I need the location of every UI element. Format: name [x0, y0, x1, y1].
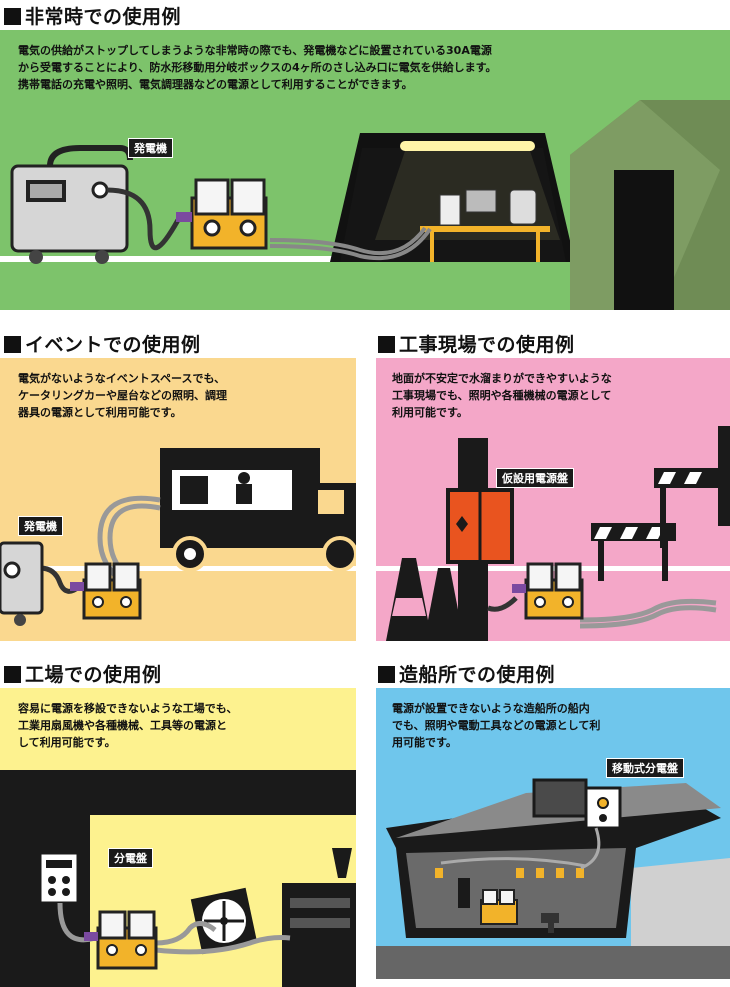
heading-square-icon: [378, 666, 395, 683]
generator-icon: [0, 541, 44, 615]
factory-illustration: [0, 688, 356, 987]
panel-construction: 地面が不安定で水溜まりができやすいような 工事現場でも、照明や各種機械の電源とし…: [376, 358, 730, 641]
table-icon: [420, 226, 550, 232]
lamp-icon: [400, 141, 535, 151]
event-description: 電気がないようなイベントスペースでも、 ケータリングカーや屋台などの照明、調理 …: [18, 372, 227, 419]
heading-shipyard-text: 造船所での使用例: [399, 664, 556, 686]
heading-square-icon: [4, 666, 21, 683]
tent-door: [614, 170, 674, 310]
panel-emergency: 電気の供給がストップしてしまうような非常時の際でも、発電機などに設置されている3…: [0, 30, 730, 310]
heading-emergency: 非常時での使用例: [4, 2, 181, 29]
plug-icon: [176, 212, 192, 222]
shipyard-illustration: [376, 688, 730, 979]
factory-description: 容易に電源を移設できないような工場でも、 工業用扇風機や各種機械、工具等の電源と…: [18, 702, 238, 749]
heading-construction-text: 工事現場での使用例: [399, 334, 575, 356]
monitor-icon: [465, 189, 497, 213]
plug-icon: [70, 582, 84, 591]
heading-emergency-text: 非常時での使用例: [25, 6, 182, 28]
label-temporary-power-panel: 仮設用電源盤: [496, 468, 574, 488]
lamp-icon: [435, 868, 584, 878]
construction-illustration: [376, 358, 730, 641]
panel-shipyard: 電源が設置できないような造船所の船内 でも、照明や電動工具などの電源として利 用…: [376, 688, 730, 979]
heading-event-text: イベントでの使用例: [25, 334, 201, 356]
rice-cooker-icon: [509, 189, 537, 225]
generator-outlet-icon: [91, 181, 109, 199]
construction-description: 地面が不安定で水溜まりができやすいような 工事現場でも、照明や各種機械の電源とし…: [392, 372, 612, 419]
heading-event: イベントでの使用例: [4, 330, 201, 357]
heading-square-icon: [4, 8, 21, 25]
ground-line: [0, 256, 620, 262]
ship-cabin: [532, 778, 588, 818]
panel-factory: 容易に電源を移設できないような工場でも、 工業用扇風機や各種機械、工具等の電源と…: [0, 688, 356, 987]
heading-factory-text: 工場での使用例: [25, 664, 162, 686]
phone-charger-icon: [439, 194, 461, 226]
generator-icon: [10, 164, 129, 253]
label-distribution-board: 分電盤: [108, 848, 153, 868]
heading-factory: 工場での使用例: [4, 660, 162, 687]
plug-icon: [84, 932, 98, 941]
label-generator: 発電機: [128, 138, 173, 158]
power-drill-icon: [541, 913, 559, 923]
event-illustration: [0, 358, 356, 641]
heading-square-icon: [4, 336, 21, 353]
heading-square-icon: [378, 336, 395, 353]
panel-event: 電気がないようなイベントスペースでも、 ケータリングカーや屋台などの照明、調理 …: [0, 358, 356, 641]
chef-icon: [238, 472, 250, 484]
industrial-fan-icon: [190, 887, 258, 955]
plug-icon: [512, 584, 526, 593]
barricade-icon: [591, 426, 730, 581]
wheel-icon: [29, 250, 43, 264]
emergency-description: 電気の供給がストップしてしまうような非常時の際でも、発電機などに設置されている3…: [18, 44, 497, 91]
label-mobile-distribution-panel: 移動式分電盤: [606, 758, 684, 778]
emergency-illustration: [0, 30, 730, 310]
ground-line: [0, 566, 356, 571]
heading-shipyard: 造船所での使用例: [378, 660, 555, 687]
label-generator: 発電機: [18, 516, 63, 536]
heading-construction: 工事現場での使用例: [378, 330, 575, 357]
shipyard-description: 電源が設置できないような造船所の船内 でも、照明や電動工具などの電源として利 用…: [392, 702, 601, 749]
dock-floor: [376, 946, 730, 979]
